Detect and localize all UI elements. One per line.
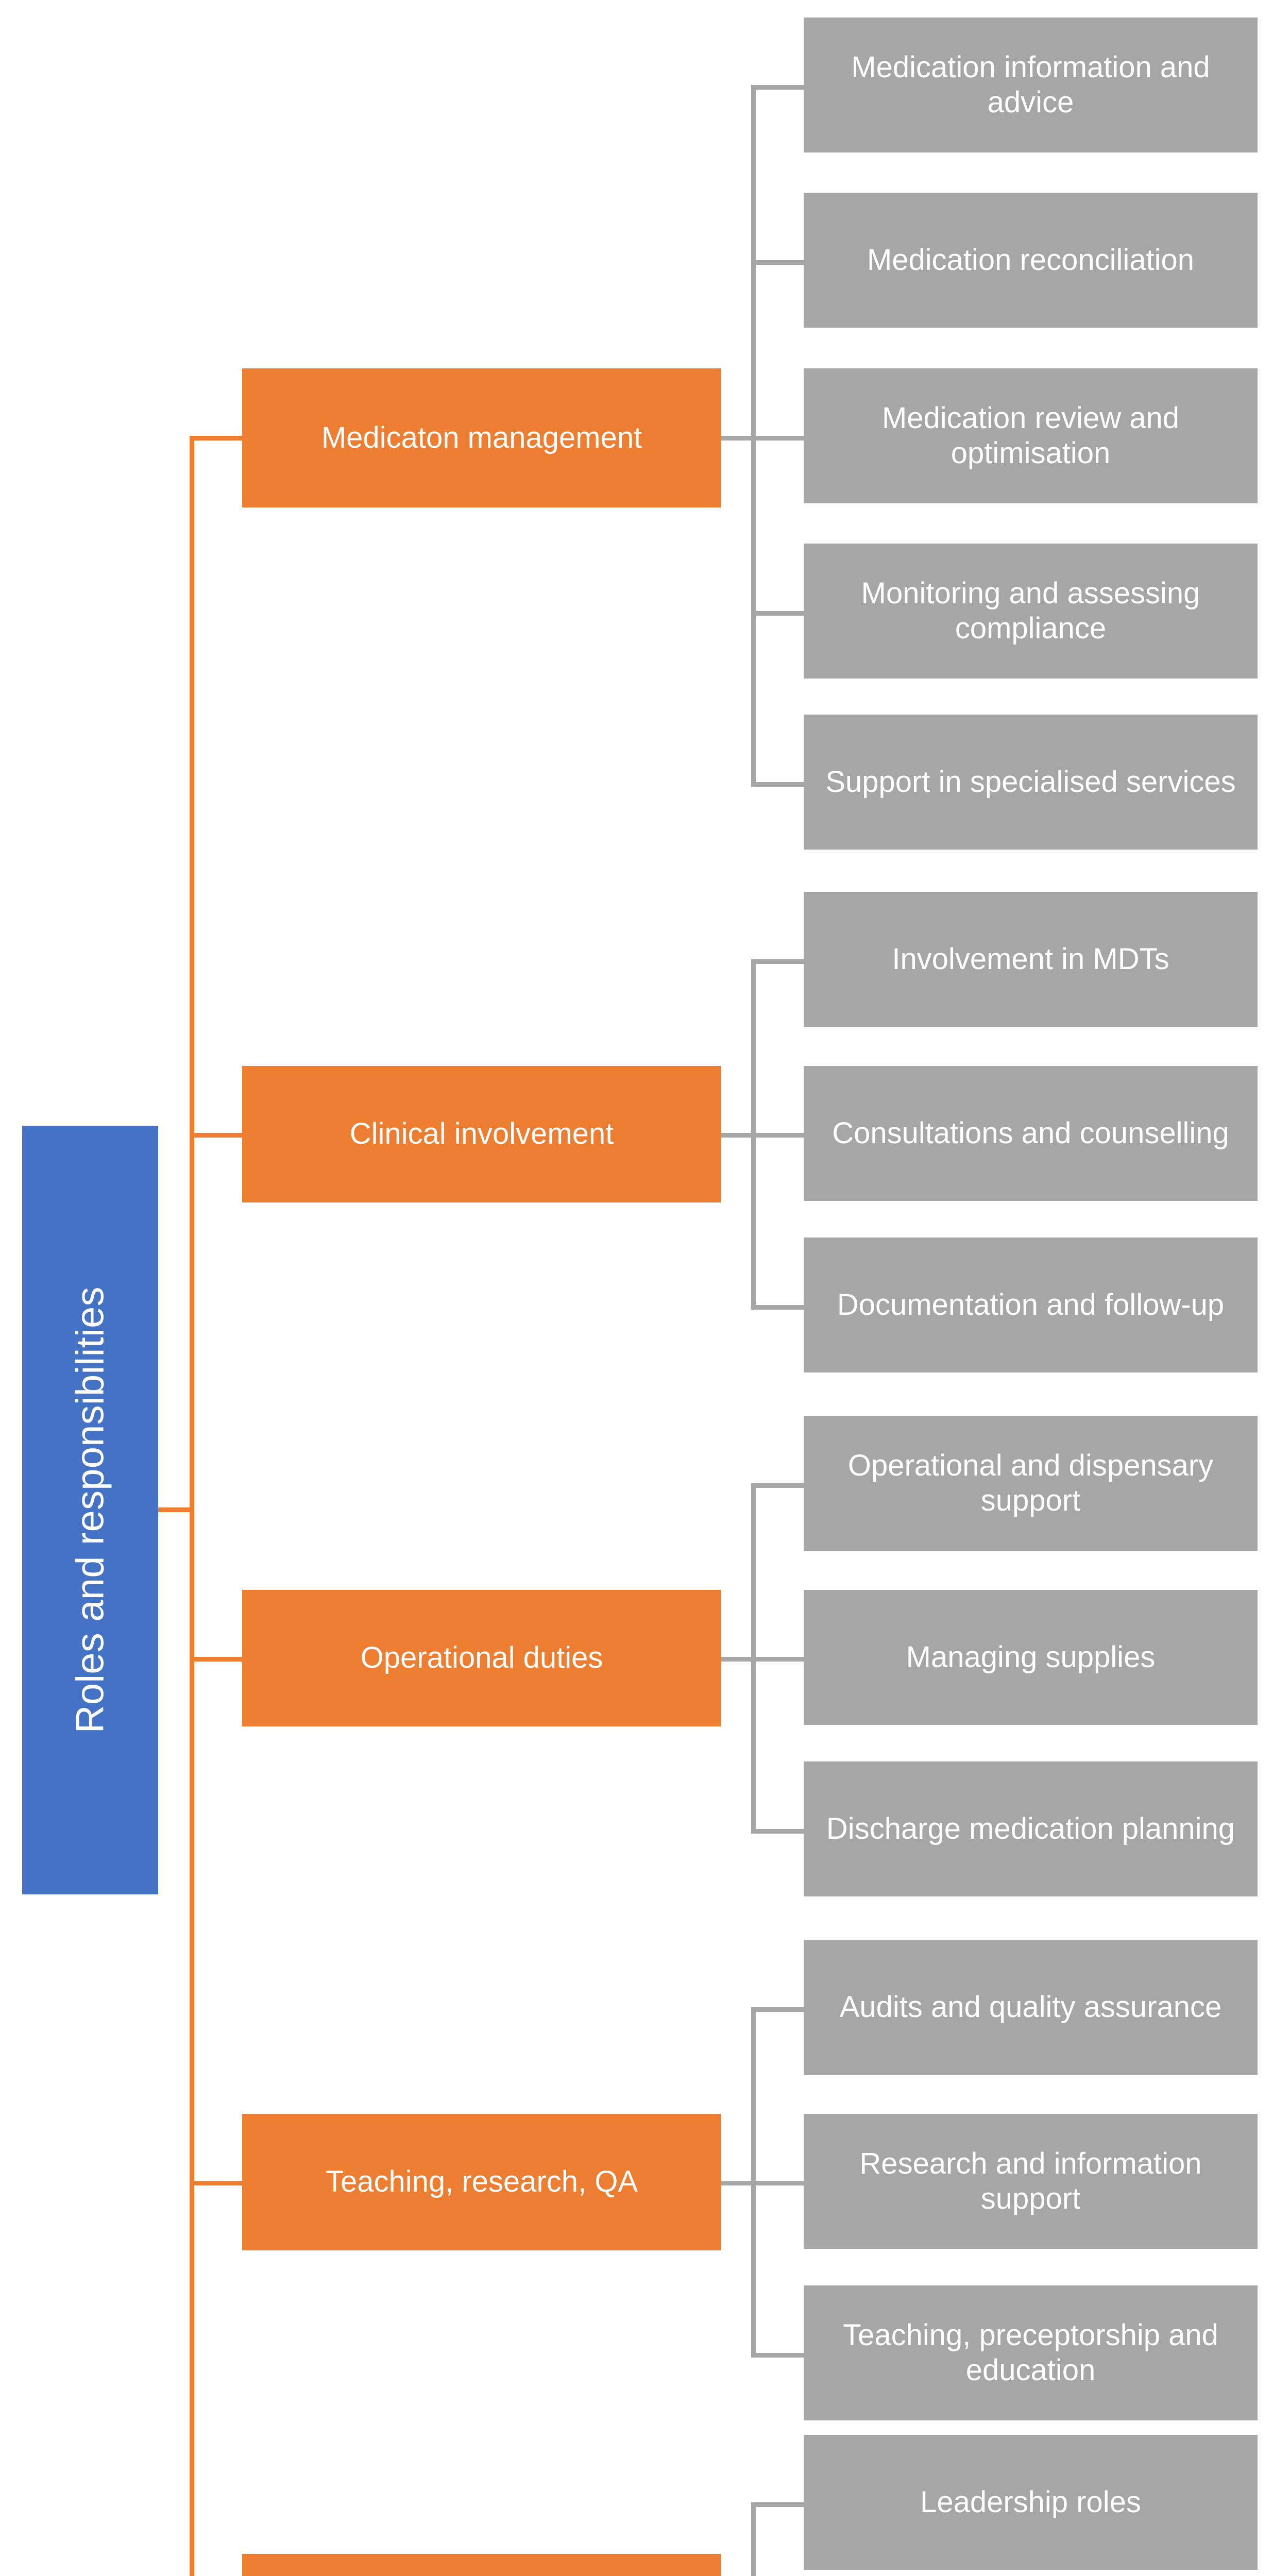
connector-stub-branch-1 [721,436,755,440]
connector-arm-branch-2 [190,1133,243,1138]
leaf-node-label: Involvement in MDTs [892,942,1169,976]
leaf-node-consultations-and-counselling[interactable]: Consultations and counselling [804,1066,1258,1201]
leaf-node-label: Medication information and advice [851,50,1210,119]
branch-node-label: Clinical involvement [349,1117,614,1151]
leaf-node-operational-and-dispensary-support[interactable]: Operational and dispensary support [804,1416,1258,1551]
leaf-node-audits-and-quality-assurance[interactable]: Audits and quality assurance [804,1940,1258,2075]
leaf-node-label: Monitoring and assessing compliance [861,576,1200,645]
leaf-node-discharge-medication-planning[interactable]: Discharge medication planning [804,1761,1258,1896]
root-node[interactable]: Roles and responsibilities [22,1126,158,1894]
branch-node-leadership-and-strategic-roles[interactable]: Leadership and strategic roles [242,2554,721,2576]
connector-arm-4-2 [751,2181,806,2185]
branch-node-label: Operational duties [360,1641,603,1675]
branch-node-teaching-research-qa[interactable]: Teaching, research, QA [242,2114,721,2250]
leaf-node-monitoring-and-assessing-compliance[interactable]: Monitoring and assessing compliance [804,544,1258,679]
connector-arm-branch-3 [190,1657,243,1662]
connector-arm-3-1 [751,1483,806,1488]
branch-node-label: Medicaton management [321,420,642,454]
connector-stub-branch-3 [721,1657,755,1662]
connector-arm-3-2 [751,1657,806,1662]
leaf-node-involvement-in-mdts[interactable]: Involvement in MDTs [804,892,1258,1027]
leaf-node-medication-reconciliation[interactable]: Medication reconciliation [804,193,1258,328]
leaf-node-label: Research and information support [859,2146,1202,2215]
leaf-node-medication-review-and-optimisation[interactable]: Medication review and optimisation [804,368,1258,503]
connector-root-spine [190,436,194,2576]
connector-arm-2-1 [751,959,806,964]
connector-arm-1-3 [751,436,806,440]
connector-arm-1-5 [751,782,806,787]
connector-arm-2-3 [751,1305,806,1310]
root-node-label: Roles and responsibilities [68,1286,112,1734]
leaf-node-teaching-preceptorship-and-education[interactable]: Teaching, preceptorship and education [804,2285,1258,2420]
leaf-node-label: Consultations and counselling [832,1116,1229,1150]
connector-arm-branch-1 [190,436,243,440]
leaf-node-label: Medication reconciliation [867,243,1195,277]
connector-stub-branch-4 [721,2181,755,2185]
leaf-node-medication-information-and-advice[interactable]: Medication information and advice [804,18,1258,152]
leaf-node-label: Medication review and optimisation [881,401,1180,470]
connector-arm-4-3 [751,2353,806,2358]
leaf-node-label: Support in specialised services [825,765,1236,799]
connector-arm-3-3 [751,1829,806,1834]
leaf-node-label: Operational and dispensary support [847,1448,1214,1517]
branch-node-clinical-involvement[interactable]: Clinical involvement [242,1066,721,1202]
connector-arm-5-1 [751,2502,806,2507]
leaf-node-label: Documentation and follow-up [837,1287,1225,1321]
leaf-node-label: Discharge medication planning [826,1811,1235,1845]
leaf-node-leadership-roles[interactable]: Leadership roles [804,2435,1258,2570]
connector-arm-1-2 [751,260,806,265]
connector-arm-branch-4 [190,2181,243,2185]
leaf-node-label: Audits and quality assurance [839,1990,1222,2024]
connector-stub-branch-2 [721,1133,755,1138]
branch-node-medication-management[interactable]: Medicaton management [242,368,721,507]
connector-arm-1-4 [751,611,806,616]
leaf-node-managing-supplies[interactable]: Managing supplies [804,1590,1258,1725]
leaf-node-label: Leadership roles [920,2485,1141,2519]
branch-node-operational-duties[interactable]: Operational duties [242,1590,721,1726]
leaf-node-support-in-specialised-services[interactable]: Support in specialised services [804,715,1258,850]
connector-spine-branch-5 [751,2502,756,2576]
leaf-node-documentation-and-follow-up[interactable]: Documentation and follow-up [804,1238,1258,1372]
connector-arm-1-1 [751,85,806,90]
branch-node-label: Teaching, research, QA [325,2165,638,2199]
leaf-node-research-and-information-support[interactable]: Research and information support [804,2114,1258,2249]
connector-arm-4-1 [751,2007,806,2012]
connector-arm-2-2 [751,1133,806,1138]
leaf-node-label: Managing supplies [906,1640,1156,1674]
leaf-node-label: Teaching, preceptorship and education [843,2318,1218,2387]
connector-root-stub [158,1507,194,1512]
